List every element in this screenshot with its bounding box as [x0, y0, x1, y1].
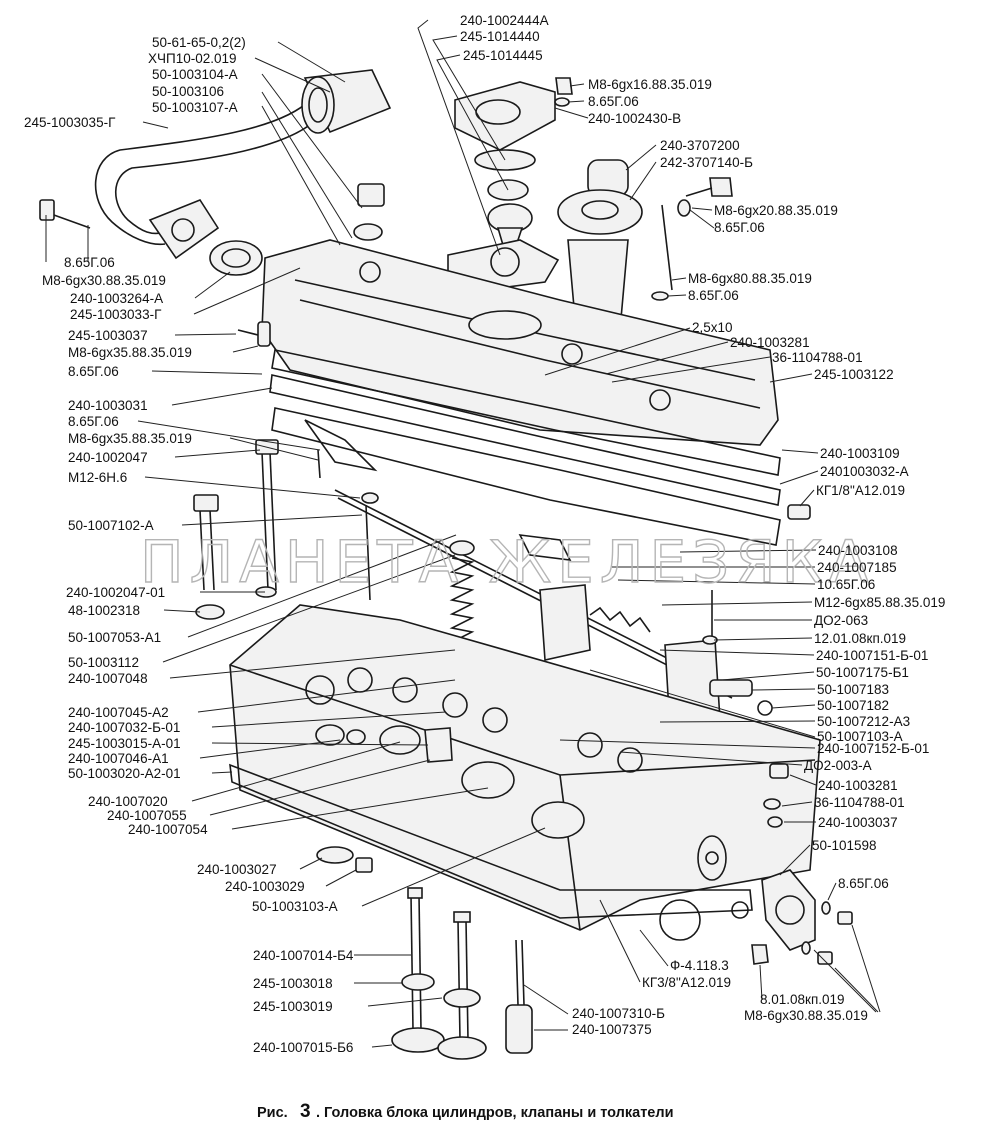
label-50-1003106: 50-1003106	[152, 84, 224, 99]
cylinder-head	[229, 604, 821, 931]
label-240-1007014: 240-1007014-Б4	[253, 948, 354, 963]
label-m12-6h6: М12-6Н.6	[68, 470, 127, 485]
label-12-01-08: 12.01.08кп.019	[814, 631, 906, 646]
label-240-1007055: 240-1007055	[107, 808, 187, 823]
label-240-1003027: 240-1003027	[197, 862, 277, 877]
label-245-1003015: 245-1003015-А-01	[68, 736, 181, 751]
label-240-1007152: 240-1007152-Б-01	[817, 741, 929, 756]
label-240-1003029: 240-1003029	[225, 879, 305, 894]
label-245-1003033: 245-1003033-Г	[70, 307, 162, 322]
caption-title: . Головка блока цилиндров, клапаны и тол…	[316, 1105, 674, 1121]
label-10-65: 10.65Г.06	[817, 577, 875, 592]
label-50-1007053: 50-1007053-А1	[68, 630, 161, 645]
label-240-1007020: 240-1007020	[88, 794, 168, 809]
label-do2-063: ДО2-063	[814, 613, 868, 628]
label-240-1003108: 240-1003108	[818, 543, 898, 558]
label-245-1003035: 245-1003035-Г	[24, 115, 116, 130]
label-240-1007015: 240-1007015-Б6	[253, 1040, 353, 1055]
label-50-1003104: 50-1003104-А	[152, 67, 238, 82]
label-240-1007045: 240-1007045-А2	[68, 705, 169, 720]
label-50-1007103: 50-1007103-А	[817, 729, 903, 744]
label-50-1003107: 50-1003107-А	[152, 100, 238, 115]
label-240-1007310: 240-1007310-Б	[572, 1006, 665, 1021]
label-50-1007102: 50-1007102-А	[68, 518, 154, 533]
label-240-1003037: 240-1003037	[818, 815, 898, 830]
side-cover-plate	[751, 869, 853, 965]
label-240-1002444: 240-1002444А	[460, 13, 549, 28]
label-50-1007175: 50-1007175-Б1	[816, 665, 909, 680]
label-245-1003018: 245-1003018	[253, 976, 333, 991]
label-xchp10: ХЧП10-02.019	[148, 51, 237, 66]
label-240-1002047: 240-1002047	[68, 450, 148, 465]
label-865-f: 8.65Г.06	[688, 288, 739, 303]
label-240-1007054: 240-1007054	[128, 822, 208, 837]
label-50-61-65: 50-61-65-0,2(2)	[152, 35, 246, 50]
label-240-1007048: 240-1007048	[68, 671, 148, 686]
label-240-1007375: 240-1007375	[572, 1022, 652, 1037]
label-865-c: 8.65Г.06	[68, 414, 119, 429]
label-m8-30-a: М8-6gх30.88.35.019	[42, 273, 166, 288]
label-kg1-8: КГ1/8"А12.019	[816, 483, 905, 498]
label-m8-20: М8-6gх20.88.35.019	[714, 203, 838, 218]
label-50-1007182: 50-1007182	[817, 698, 889, 713]
label-245-1014445: 245-1014445	[463, 48, 543, 63]
caption-number: 3	[300, 1101, 311, 1122]
label-245-1003122: 245-1003122	[814, 367, 894, 382]
valves	[391, 887, 533, 1060]
cover-gaskets	[269, 349, 781, 561]
label-m8-30-b: М8-6gх30.88.35.019	[744, 1008, 868, 1023]
label-m8-35-b: М8-6gх35.88.35.019	[68, 431, 192, 446]
label-240-1003264: 240-1003264-А	[70, 291, 163, 306]
label-do2-003: ДО2-003-А	[804, 758, 872, 773]
inlet-pipe	[94, 69, 392, 276]
label-240-1003031: 240-1003031	[68, 398, 148, 413]
label-240-1007046: 240-1007046-А1	[68, 751, 169, 766]
label-240-1003109: 240-1003109	[820, 446, 900, 461]
label-m8-16: М8-6gх16.88.35.019	[588, 77, 712, 92]
label-48-1002318: 48-1002318	[68, 603, 140, 618]
label-865-a: 8.65Г.06	[64, 255, 115, 270]
label-242-3707140: 242-3707140-Б	[660, 155, 753, 170]
label-50-1007183: 50-1007183	[817, 682, 889, 697]
label-50-1003103: 50-1003103-А	[252, 899, 338, 914]
label-240-1007185: 240-1007185	[817, 560, 897, 575]
label-50-1003020: 50-1003020-А2-01	[68, 766, 181, 781]
label-2401003032: 2401003032-А	[820, 464, 909, 479]
label-240-3707200: 240-3707200	[660, 138, 740, 153]
label-865-g: 8.65Г.06	[838, 876, 889, 891]
label-50-101598: 50-101598	[812, 838, 877, 853]
label-m8-35-a: М8-6gх35.88.35.019	[68, 345, 192, 360]
label-240-1007032: 240-1007032-Б-01	[68, 720, 180, 735]
label-50-1003112: 50-1003112	[68, 655, 139, 670]
label-36-1104788-b: 36-1104788-01	[814, 795, 905, 810]
label-50-1007212: 50-1007212-А3	[817, 714, 910, 729]
thermostat-housing	[447, 81, 560, 293]
callout-labels: 50-61-65-0,2(2) ХЧП10-02.019 50-1003104-…	[24, 13, 945, 1055]
label-865-d: 8.65Г.06	[588, 94, 639, 109]
label-240-1003281-b: 240-1003281	[818, 778, 898, 793]
caption-prefix: Рис.	[257, 1105, 288, 1121]
label-240-1002047-01: 240-1002047-01	[66, 585, 165, 600]
label-245-1003037: 245-1003037	[68, 328, 148, 343]
label-kg3-8: КГ3/8"А12.019	[642, 975, 731, 990]
label-245-1003019: 245-1003019	[253, 999, 333, 1014]
label-245-1014440: 245-1014440	[460, 29, 540, 44]
label-240-1007151: 240-1007151-Б-01	[816, 648, 928, 663]
label-240-1003281-a: 240-1003281	[730, 335, 810, 350]
label-m8-80: М8-6gх80.88.35.019	[688, 271, 812, 286]
right-bolts	[554, 77, 811, 828]
head-gasket	[229, 763, 753, 941]
label-36-1104788-a: 36-1104788-01	[772, 350, 863, 365]
label-2-5x10: 2,5х10	[692, 320, 733, 335]
leader-lines	[45, 19, 881, 1048]
label-240-1002430: 240-1002430-В	[588, 111, 681, 126]
label-865-b: 8.65Г.06	[68, 364, 119, 379]
figure-caption: Рис. 3 . Головка блока цилиндров, клапан…	[257, 1101, 674, 1122]
label-865-e: 8.65Г.06	[714, 220, 765, 235]
watermark-text: ПЛАНЕТА ЖЕЛЕЗЯКА	[140, 528, 874, 596]
label-f4-118: Ф-4.118.3	[670, 958, 729, 973]
label-8-01-08: 8.01.08кп.019	[760, 992, 845, 1007]
label-m12-85: М12-6gх85.88.35.019	[814, 595, 945, 610]
